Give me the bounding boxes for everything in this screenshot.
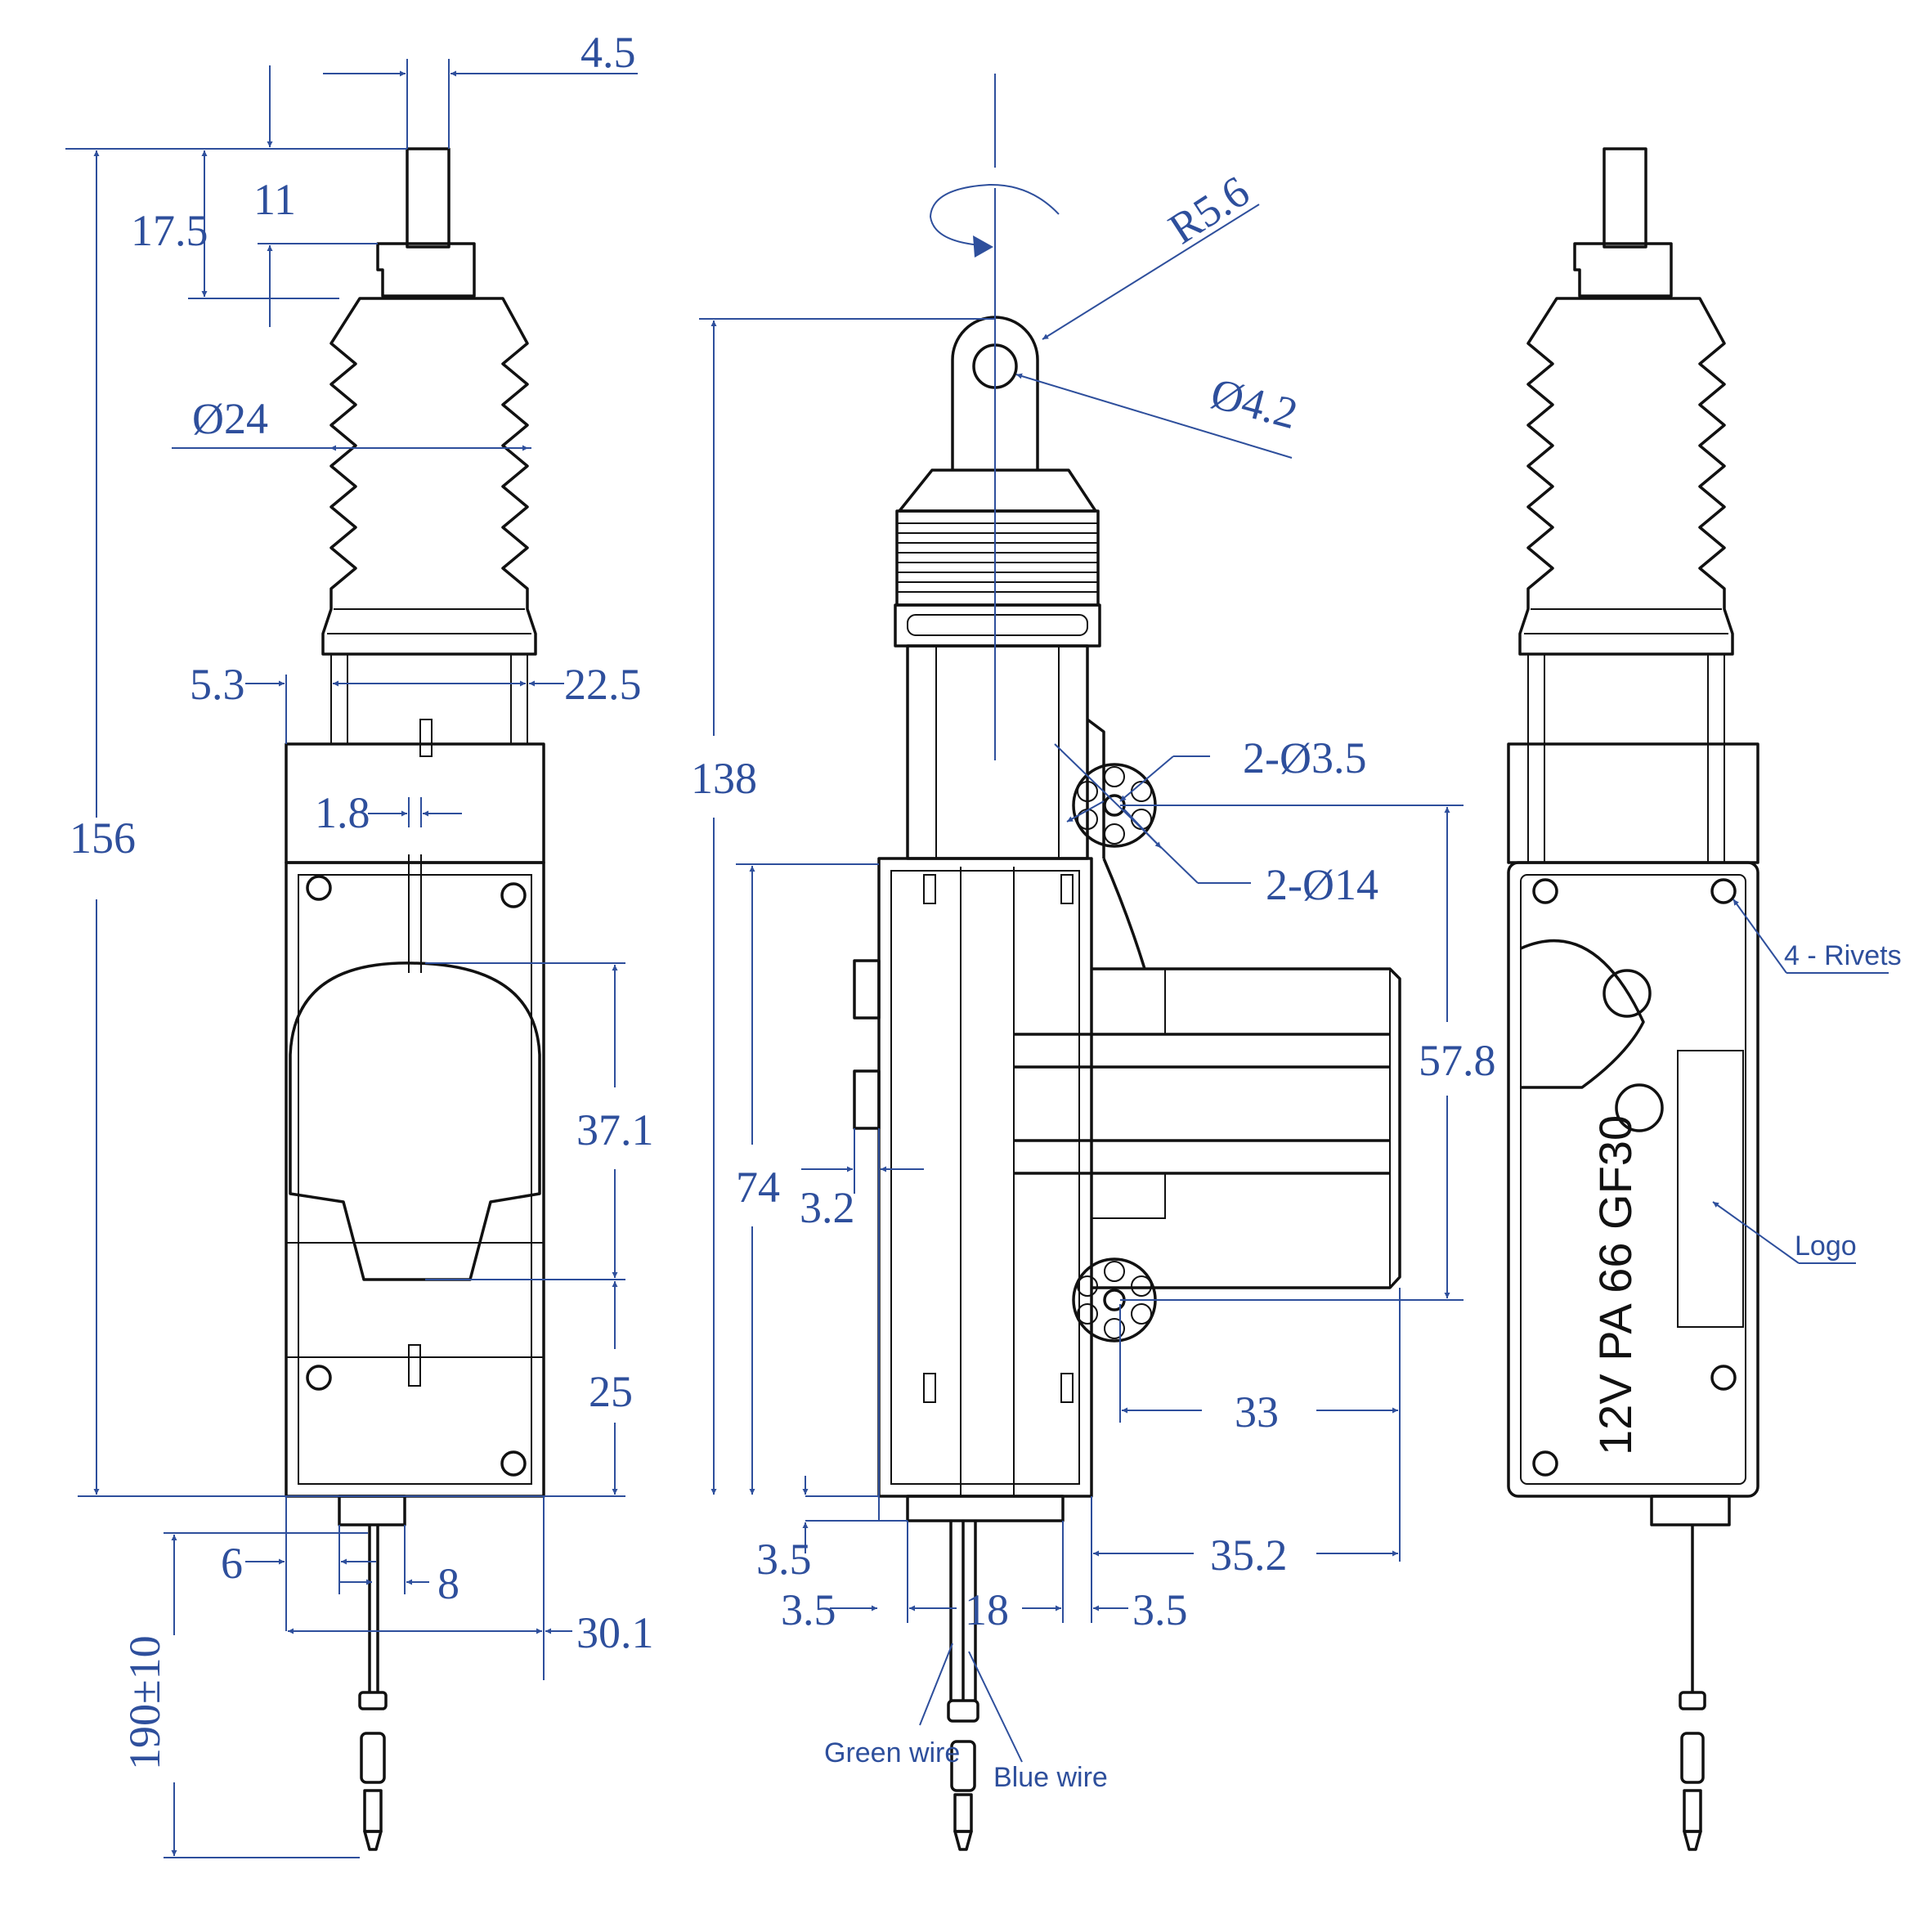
side-view — [853, 316, 1401, 1851]
dim-body-upper-height: 37.1 — [576, 1105, 654, 1154]
back-view: 12V PA 66 GF30 — [1507, 147, 1759, 1851]
dim-housing-height: 74 — [736, 1163, 780, 1212]
dim-boot-width: 22.5 — [564, 660, 642, 709]
label-logo: Logo — [1795, 1230, 1857, 1262]
dim-mount-holes: 2-Ø3.5 — [1243, 733, 1366, 782]
label-green-wire: Green wire — [824, 1737, 960, 1768]
front-view-dimensions: 4.5 11 17.5 Ø24 5.3 22.5 1.8 156 — [65, 28, 654, 1858]
label-rivets: 4 - Rivets — [1784, 940, 1902, 971]
back-view-labels: 4 - Rivets Logo — [1712, 899, 1902, 1264]
dim-body-lower-height: 25 — [589, 1367, 633, 1416]
dim-mount-bosses: 2-Ø14 — [1266, 860, 1378, 909]
label-blue-wire: Blue wire — [993, 1762, 1108, 1793]
dim-overall-length: 156 — [69, 814, 136, 863]
dim-mount-spacing: 57.8 — [1419, 1036, 1496, 1085]
dim-boss-to-edge: 33 — [1235, 1387, 1279, 1437]
dim-wire-length: 190±10 — [120, 1635, 169, 1770]
dim-wire-left-gap: 3.5 — [781, 1585, 836, 1634]
dim-wire-right-gap: 3.5 — [1132, 1585, 1188, 1634]
dim-connector-width: 8 — [437, 1559, 459, 1608]
side-view-dimensions: R5.6 Ø4.2 138 2-Ø3.5 2-Ø14 74 3.2 57. — [691, 74, 1496, 1793]
housing-marking: 12V PA 66 GF30 — [1589, 1115, 1641, 1455]
dim-shaft-step: 11 — [253, 175, 296, 224]
dim-slot-width: 1.8 — [315, 788, 370, 837]
dim-eye-radius: R5.6 — [1160, 166, 1258, 253]
dim-wire-span: 18 — [965, 1585, 1009, 1634]
dim-bottom-gap: 3.5 — [756, 1535, 812, 1584]
dim-eye-hole: Ø4.2 — [1206, 369, 1302, 439]
rotation-arrow-icon — [929, 183, 1060, 258]
front-view — [285, 147, 545, 1851]
dim-stroke-height: 138 — [691, 754, 757, 803]
dim-shaft-width: 4.5 — [580, 28, 636, 77]
dim-body-width: 30.1 — [576, 1608, 654, 1657]
dim-shaft-length: 17.5 — [131, 206, 208, 255]
dim-connector-offset: 6 — [221, 1539, 243, 1588]
dim-step-depth: 3.2 — [800, 1183, 855, 1232]
dim-motor-extent: 35.2 — [1210, 1531, 1288, 1580]
dim-left-offset: 5.3 — [190, 660, 245, 709]
dim-boot-diameter: Ø24 — [192, 394, 268, 443]
